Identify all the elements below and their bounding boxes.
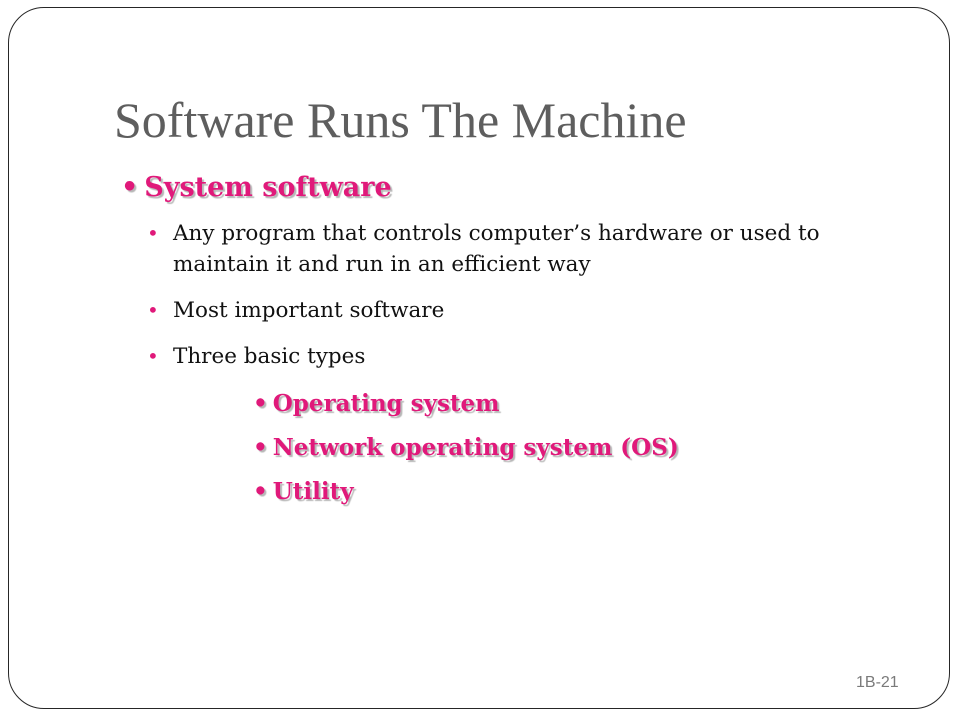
list-item: • Three basic types bbox=[147, 341, 917, 372]
type-label: Utility bbox=[272, 478, 354, 505]
sub-bullet-list: • Any program that controls computer’s ha… bbox=[147, 218, 917, 387]
slide-frame: Software Runs The Machine •System softwa… bbox=[8, 7, 950, 709]
type-item-utility: •Utility bbox=[253, 470, 679, 514]
slide-number: 1B-21 bbox=[856, 674, 899, 691]
bullet-dot-icon: • bbox=[253, 390, 268, 417]
bullet-dot-icon: • bbox=[147, 221, 159, 245]
bullet-label: System software bbox=[144, 172, 392, 203]
bullet-dot-icon: • bbox=[121, 172, 139, 203]
list-item: • Any program that controls computer’s ha… bbox=[147, 218, 917, 280]
software-types-list: •Operating system •Network operating sys… bbox=[253, 382, 679, 514]
bullet-system-software: •System software bbox=[121, 168, 392, 208]
bullet-dot-icon: • bbox=[147, 344, 159, 368]
type-label: Network operating system (OS) bbox=[272, 434, 679, 461]
list-item: • Most important software bbox=[147, 295, 917, 326]
list-item-text: Three basic types bbox=[173, 344, 366, 369]
type-item-operating-system: •Operating system bbox=[253, 382, 679, 426]
list-item-text: Any program that controls computer’s har… bbox=[173, 221, 820, 277]
type-item-network-os: •Network operating system (OS) bbox=[253, 426, 679, 470]
bullet-dot-icon: • bbox=[253, 434, 268, 461]
bullet-dot-icon: • bbox=[147, 298, 159, 322]
slide-title: Software Runs The Machine bbox=[114, 92, 687, 148]
bullet-dot-icon: • bbox=[253, 478, 268, 505]
list-item-text: Most important software bbox=[173, 298, 445, 323]
type-label: Operating system bbox=[272, 390, 500, 417]
